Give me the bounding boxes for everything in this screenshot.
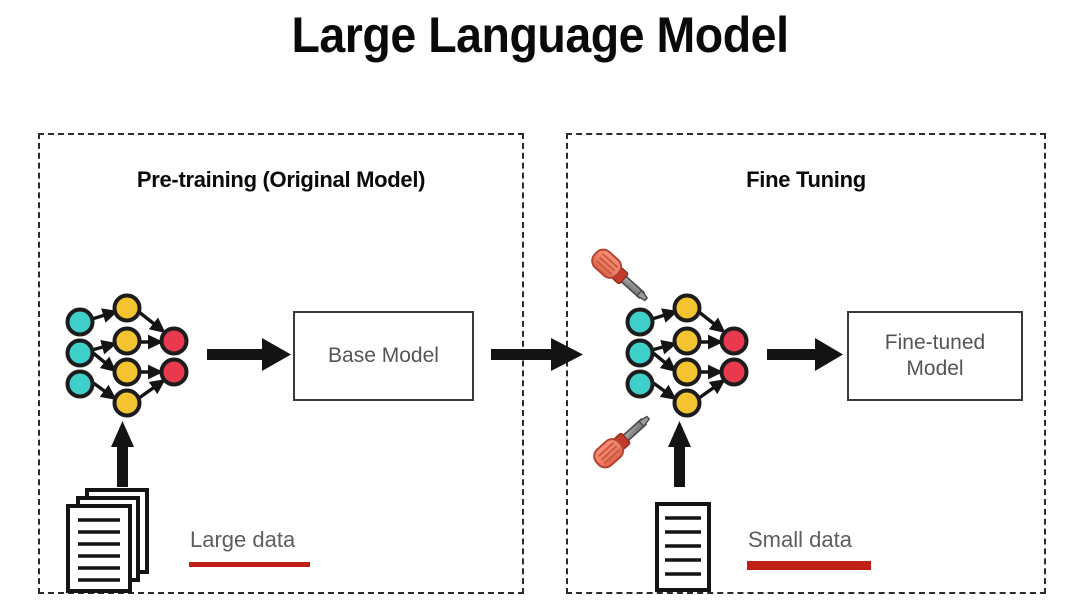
finetuned-model-box: Fine-tuned Model (847, 311, 1023, 401)
panel-pretraining-heading: Pre-training (Original Model) (136, 167, 426, 192)
finetuned-model-label-line1: Fine-tuned (884, 330, 986, 354)
panel-pretraining: Pre-training (Original Model) (38, 133, 524, 594)
page-title: Large Language Model (291, 7, 789, 63)
finetuned-model-label-line2: Model (906, 357, 964, 380)
finetuned-model-label: Fine-tuned Model (885, 330, 985, 383)
small-data-underline-bar (747, 561, 871, 570)
small-data-label: Small data (748, 527, 852, 552)
base-model-box: Base Model (293, 311, 474, 401)
panel-finetuning-heading: Fine Tuning (746, 167, 866, 192)
large-data-underline-bar (189, 562, 310, 567)
large-data-label: Large data (190, 527, 296, 552)
base-model-label: Base Model (328, 343, 439, 367)
